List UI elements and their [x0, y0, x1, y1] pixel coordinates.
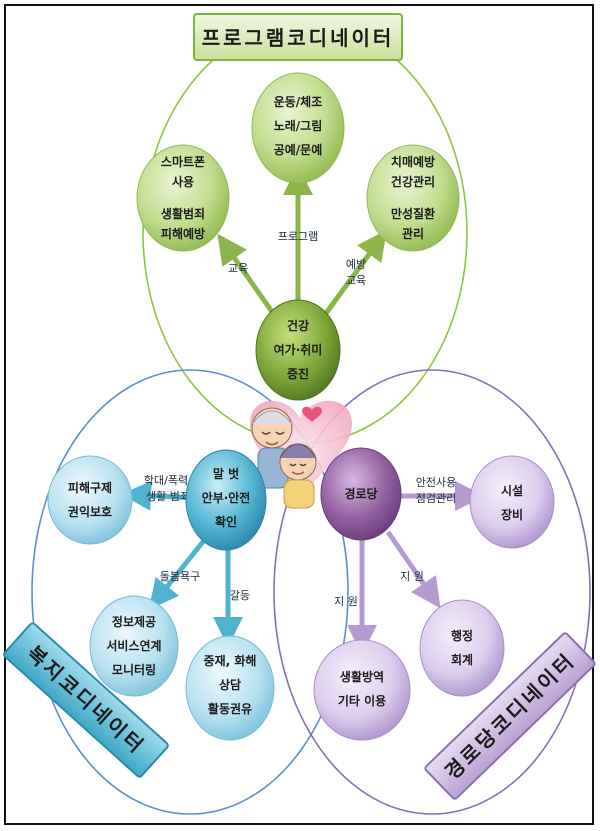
- education-line-2: 사용: [172, 174, 194, 189]
- health-line-1: 치매예방: [391, 154, 435, 169]
- program-center-line-2: 여가·취미: [274, 342, 323, 357]
- arrow-to-info: [148, 536, 208, 610]
- welfare-area-circle: [31, 369, 349, 815]
- node-activities: 운동/체조 노래/그림 공예/문예: [251, 72, 345, 184]
- info-line-2: 서비스연계: [106, 638, 161, 653]
- admin-line-2: 회계: [451, 652, 473, 667]
- education-line-1: 스마트폰: [161, 154, 205, 169]
- elderly-couple-illustration: [249, 400, 353, 509]
- label-safety-1: 안전사용: [416, 476, 456, 489]
- node-mediation: 중재, 화해 상담 활동권유: [185, 635, 275, 741]
- label-conflict: 갈등: [230, 588, 250, 602]
- activities-line-2: 노래/그림: [274, 118, 323, 133]
- label-support-1: 지 원: [334, 595, 358, 608]
- protection-line-2: 권익보호: [68, 505, 112, 519]
- label-care-needs: 돌봄욕구: [160, 570, 200, 583]
- label-prevention-2: 교육: [346, 274, 366, 287]
- mediation-line-1: 중재, 화해: [204, 653, 257, 668]
- arrow-to-education: [217, 233, 278, 318]
- info-line-1: 정보제공: [112, 614, 156, 629]
- label-program: 프로그램: [278, 230, 318, 243]
- program-arrows: [217, 165, 387, 318]
- welfare-center-line-2: 안부·안전: [202, 490, 251, 505]
- senior-center-label: 경로당: [344, 486, 377, 501]
- program-title: 프로그램코디네이터: [202, 26, 395, 50]
- education-line-4: 피해예방: [161, 226, 205, 241]
- welfare-center-line-1: 말 벗: [213, 466, 239, 481]
- label-abuse-2: 생활 범죄: [146, 489, 190, 503]
- node-info: 정보제공 서비스연계 모니터링: [89, 595, 179, 697]
- mediation-line-3: 활동권유: [208, 701, 252, 716]
- outer-frame: [4, 4, 594, 825]
- node-welfare-center: 말 벗 안부·안전 확인: [185, 449, 267, 551]
- node-protection: 피해구제 권익보호: [47, 455, 133, 545]
- node-admin: 행정 회계: [419, 599, 505, 697]
- arrow-to-admin: [385, 530, 441, 609]
- label-support-2: 지 원: [400, 570, 424, 583]
- node-facility: 시설 장비: [469, 455, 555, 549]
- activities-line-3: 공예/문예: [274, 142, 323, 157]
- node-program-center: 건강 여가·취미 증진: [255, 299, 341, 401]
- health-line-3: 만성질환: [391, 206, 435, 221]
- node-senior-center: 경로당: [320, 447, 402, 541]
- node-health: 치매예방 건강관리 만성질환 관리: [366, 144, 460, 252]
- education-line-3: 생활범죄: [161, 206, 205, 221]
- node-life: 생활방역 기타 이용: [313, 639, 411, 741]
- label-prevention-1: 예방: [346, 258, 366, 271]
- program-center-line-3: 증진: [287, 366, 309, 381]
- info-line-3: 모니터링: [112, 662, 156, 677]
- program-title-box: 프로그램코디네이터: [193, 13, 403, 61]
- life-line-1: 생활방역: [340, 669, 384, 684]
- admin-line-1: 행정: [451, 628, 473, 643]
- node-education: 스마트폰 사용 생활범죄 피해예방: [136, 144, 230, 252]
- small-heart-icon: [302, 406, 322, 422]
- life-line-2: 기타 이용: [338, 693, 386, 708]
- health-line-2: 건강관리: [391, 174, 435, 189]
- arrow-to-health: [321, 229, 387, 318]
- facility-line-1: 시설: [501, 483, 523, 498]
- label-safety-2: 점검관리: [416, 492, 456, 505]
- label-education: 교육: [228, 262, 248, 275]
- mediation-line-2: 상담: [219, 677, 241, 692]
- senior-area-circle: [273, 369, 591, 815]
- facility-line-2: 장비: [501, 507, 523, 522]
- senior-arrows: [347, 481, 485, 655]
- activities-line-1: 운동/체조: [274, 94, 323, 109]
- health-line-4: 관리: [402, 226, 424, 241]
- label-abuse-1: 학대/폭력: [144, 474, 188, 487]
- protection-line-1: 피해구제: [68, 480, 112, 495]
- welfare-center-line-3: 확인: [215, 514, 237, 529]
- program-center-line-1: 건강: [287, 318, 309, 333]
